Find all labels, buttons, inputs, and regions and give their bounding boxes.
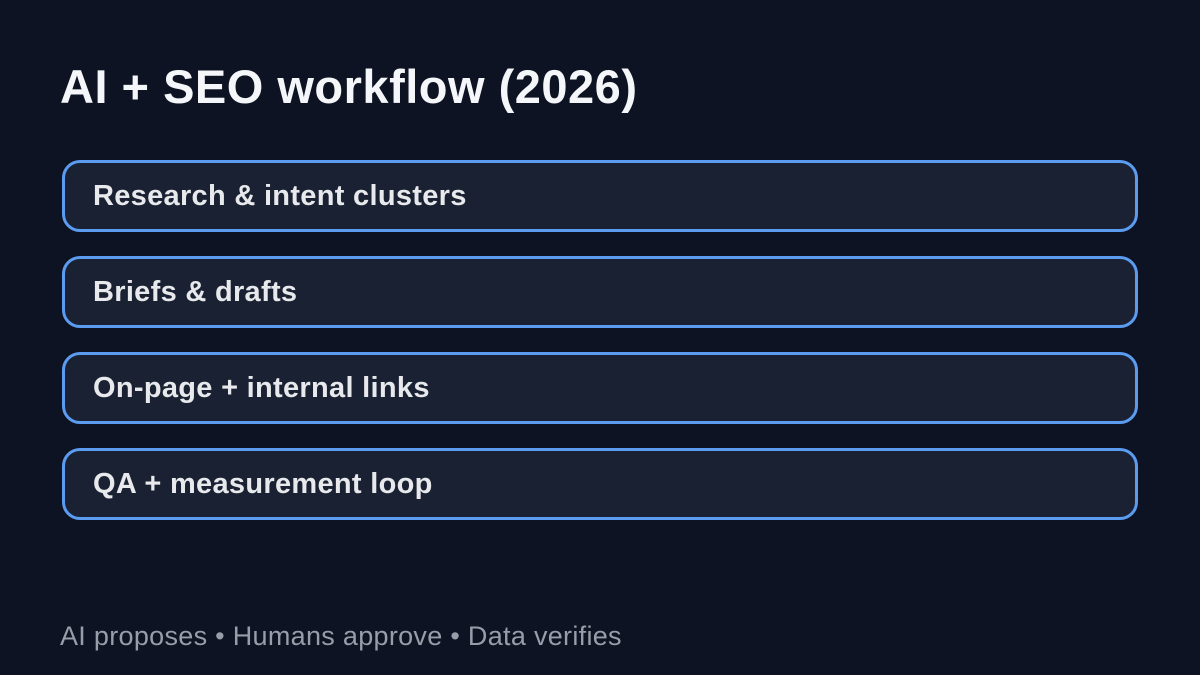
slide-title: AI + SEO workflow (2026) [60,60,638,113]
step-label: On-page + internal links [93,371,430,404]
step-label: Briefs & drafts [93,275,298,308]
step-label: Research & intent clusters [93,179,467,212]
slide-footer-tagline: AI proposes • Humans approve • Data veri… [60,621,622,651]
step-label: QA + measurement loop [93,467,433,500]
workflow-step-briefs: Briefs & drafts [62,256,1138,328]
workflow-step-research: Research & intent clusters [62,160,1138,232]
workflow-step-qa: QA + measurement loop [62,448,1138,520]
workflow-step-onpage: On-page + internal links [62,352,1138,424]
workflow-steps: Research & intent clusters Briefs & draf… [62,160,1138,520]
